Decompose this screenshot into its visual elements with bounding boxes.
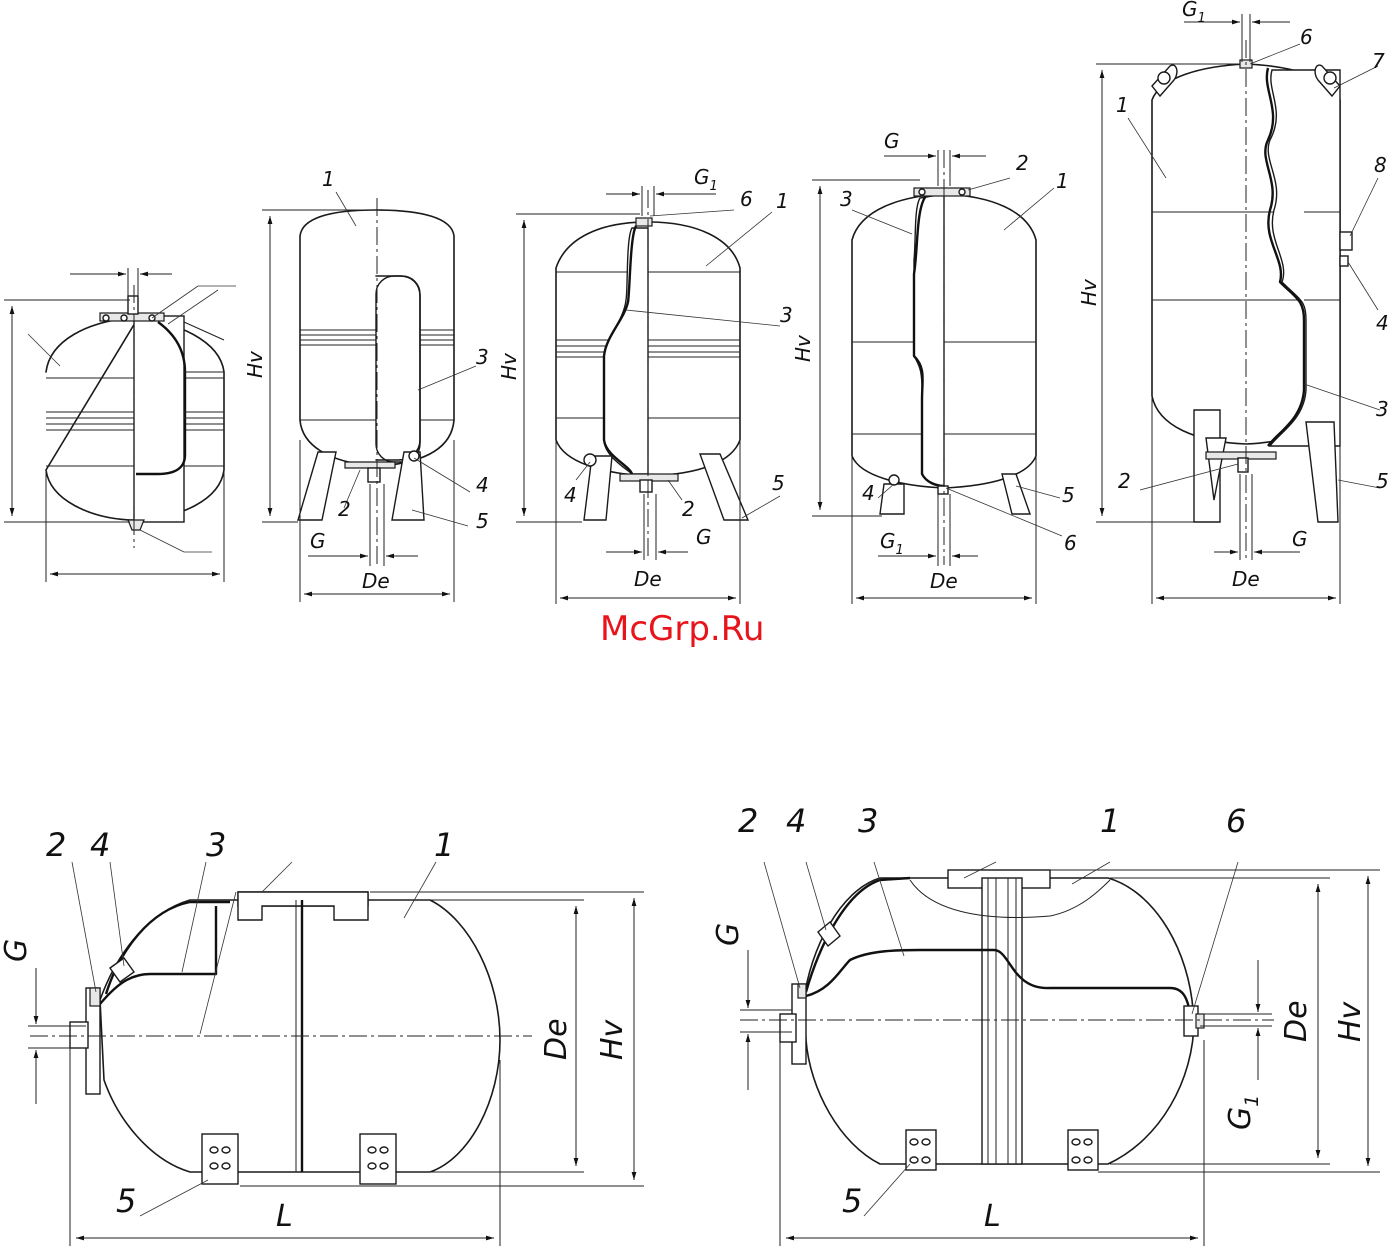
g-label-d: G	[884, 129, 900, 153]
callout-b-1: 1	[322, 167, 335, 191]
hv-label-b: Hv	[243, 350, 267, 378]
hv-label-d: Hv	[791, 334, 815, 362]
callout-e-7: 7	[1372, 49, 1385, 73]
de-label-g: De	[1279, 1000, 1314, 1042]
l-label-f: L	[276, 1199, 293, 1234]
de-label-d: De	[930, 569, 958, 593]
g-label-g: G	[711, 923, 746, 946]
callout-e-5: 5	[1376, 469, 1389, 493]
callout-d-5: 5	[1062, 483, 1075, 507]
callout-c-3: 3	[780, 303, 793, 327]
l-label-g: L	[984, 1199, 1001, 1234]
callout-c-1: 1	[776, 189, 789, 213]
callout-f-1: 1	[434, 826, 454, 864]
de-label-e: De	[1232, 567, 1260, 591]
hv-label-g: Hv	[1333, 1000, 1368, 1042]
callout-e-4: 4	[1376, 311, 1389, 335]
tank-d	[812, 150, 1062, 604]
callout-d-4: 4	[862, 481, 875, 505]
tank-g	[740, 862, 1380, 1246]
tank-b	[262, 192, 476, 602]
hv-label-e: Hv	[1077, 278, 1101, 306]
tank-c	[516, 186, 780, 604]
g1-label-d: G1	[880, 529, 904, 558]
de-label-b: De	[362, 569, 390, 593]
g-label-e: G	[1292, 527, 1308, 551]
callout-e-2: 2	[1118, 469, 1131, 493]
callout-b-5: 5	[476, 509, 489, 533]
g-label-c: G	[696, 525, 712, 549]
callout-c-6: 6	[740, 187, 753, 211]
g-label-f: G	[0, 939, 34, 962]
de-label-c: De	[634, 567, 662, 591]
g1-label-g: G1	[1223, 1095, 1263, 1130]
callout-e-3: 3	[1376, 397, 1389, 421]
callout-e-6: 6	[1300, 25, 1313, 49]
callout-g-5: 5	[842, 1182, 862, 1220]
callout-c-2: 2	[682, 497, 695, 521]
hv-label-c: Hv	[497, 352, 521, 380]
callout-g-4: 4	[786, 802, 806, 840]
callout-g-6: 6	[1226, 802, 1246, 840]
callout-d-3: 3	[840, 187, 853, 211]
callout-f-5: 5	[116, 1182, 136, 1220]
callout-g-1: 1	[1100, 802, 1120, 840]
watermark: McGrp.Ru	[600, 609, 764, 649]
callout-e-8: 8	[1374, 153, 1387, 177]
callout-d-6: 6	[1064, 531, 1077, 555]
callout-c-4: 4	[564, 483, 577, 507]
callout-b-4: 4	[476, 473, 489, 497]
callout-d-1: 1	[1056, 169, 1069, 193]
callout-c-5: 5	[772, 471, 785, 495]
callout-b-3: 3	[476, 345, 489, 369]
g1-label-c: G1	[694, 165, 718, 194]
callout-f-3: 3	[206, 826, 226, 864]
callout-g-2: 2	[738, 802, 758, 840]
callout-b-2: 2	[338, 497, 351, 521]
tank-a	[4, 268, 236, 582]
g-label-b: G	[310, 529, 326, 553]
callout-g-3: 3	[858, 802, 878, 840]
callout-f-4: 4	[90, 826, 110, 864]
tank-e	[1096, 14, 1380, 604]
hv-label-f: Hv	[595, 1018, 630, 1060]
callout-f-2: 2	[46, 826, 66, 864]
callout-d-2: 2	[1016, 151, 1029, 175]
callout-e-1: 1	[1116, 93, 1129, 117]
de-label-f: De	[539, 1018, 574, 1060]
